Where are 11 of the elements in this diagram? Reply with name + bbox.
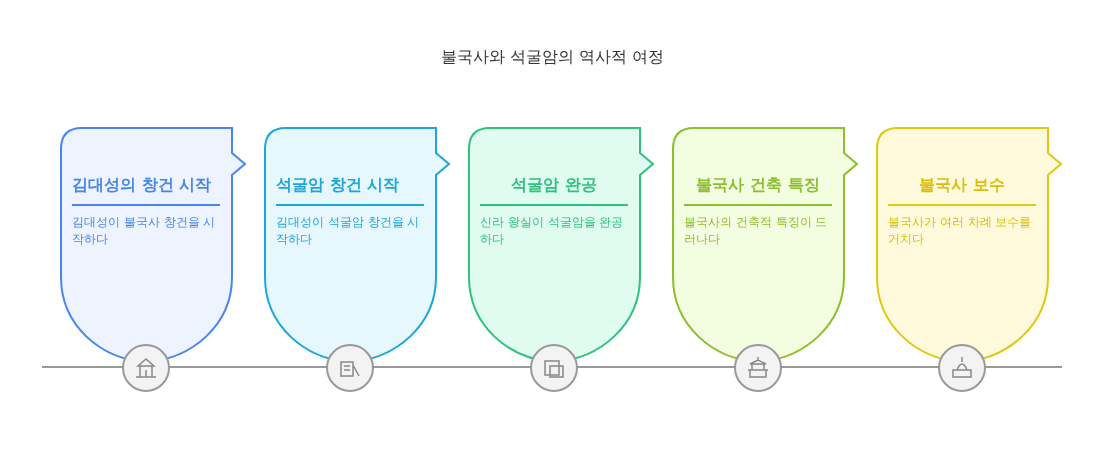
card-heading: 불국사 보수 bbox=[918, 174, 1006, 196]
card-description: 신라 왕실이 석굴암을 완공하다 bbox=[480, 214, 625, 248]
title: 불국사와 석굴암의 역사적 여정 bbox=[439, 47, 666, 68]
card-heading: 석굴암 창건 시작 bbox=[276, 174, 401, 196]
card-description: 불국사가 여러 차례 보수를 거치다 bbox=[888, 214, 1033, 248]
card-description: 김대성이 불국사 창건을 시작하다 bbox=[72, 214, 217, 248]
card-heading: 불국사 건축 특징 bbox=[695, 174, 821, 196]
card-heading: 김대성의 창건 시작 bbox=[72, 174, 213, 196]
card-heading: 석굴암 완공 bbox=[510, 174, 598, 196]
card-description: 김대성이 석굴암 창건을 시작하다 bbox=[276, 214, 421, 248]
card-description: 불국사의 건축적 특징이 드러나다 bbox=[684, 214, 829, 248]
